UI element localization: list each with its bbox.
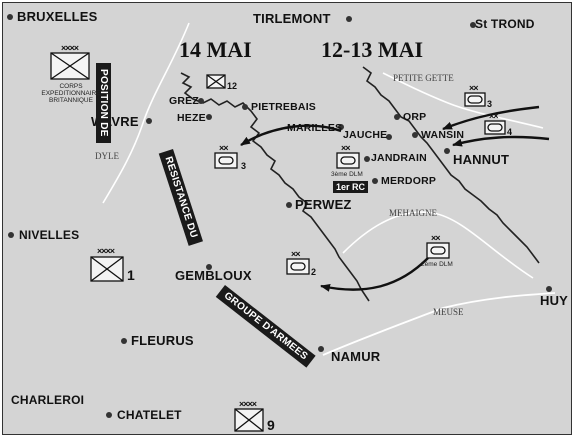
town-heze: HEZE: [177, 112, 206, 124]
division-3-west-number: 3: [241, 161, 247, 171]
date-14-mai: 14 MAI: [179, 37, 252, 62]
brigade-12-symbol: [206, 74, 226, 89]
division-2-west-number: 2: [311, 267, 317, 277]
division-2-dlm-label: 2ème DLM: [421, 261, 453, 268]
arrow-marilles: [240, 124, 342, 147]
river-meuse-line: [322, 292, 556, 356]
town-pietrebais: PIETREBAIS: [251, 101, 317, 113]
dot-heze: [206, 114, 212, 120]
town-fleurus: FLEURUS: [131, 333, 194, 348]
division-2-west-echelon: ××: [291, 249, 300, 259]
campaign-map: 14 MAI 12-13 MAI BRUXELLES TIRLEMONT St …: [2, 2, 572, 435]
dot-tirlemont: [346, 16, 352, 22]
division-3-east-number: 3: [487, 99, 493, 109]
town-marilles: MARILLES: [287, 122, 343, 134]
division-3-east-echelon: ××: [469, 83, 478, 93]
division-4-east-echelon: ××: [489, 111, 498, 121]
division-3-dlm-echelon: ××: [341, 143, 350, 153]
bef-symbol: [50, 52, 90, 80]
dot-grez: [198, 98, 204, 104]
division-2-dlm-echelon: ××: [431, 233, 440, 243]
dot-nivelles: [8, 232, 14, 238]
dot-st-trond: [470, 22, 476, 28]
town-charleroi: CHARLEROI: [11, 393, 85, 407]
river-dyle-line: [102, 22, 190, 204]
army-1-number: 1: [127, 267, 135, 283]
town-huy: HUY: [540, 293, 569, 308]
town-namur: NAMUR: [331, 349, 381, 364]
town-wansin: WANSIN: [421, 129, 465, 141]
dot-pietrebais: [242, 104, 248, 110]
army-9-symbol: [234, 408, 264, 432]
dot-fleurus: [121, 338, 127, 344]
division-4-east-number: 4: [507, 127, 513, 137]
army-9-number: 9: [267, 417, 275, 433]
division-3-dlm-label: 3ème DLM: [331, 171, 363, 178]
division-3-east-symbol: [464, 92, 486, 107]
dot-orp: [394, 114, 400, 120]
front-line-14-mai: [180, 72, 370, 302]
town-merdorp: MERDORP: [381, 175, 437, 187]
town-hannut: HANNUT: [453, 152, 510, 167]
division-3-dlm-symbol: [336, 152, 360, 169]
dot-namur: [318, 346, 324, 352]
army-9-echelon: ××××: [239, 399, 257, 409]
arrow-orp: [442, 105, 540, 131]
bef-label: CORPS EXPEDITIONNAIRE BRITANNIQUE: [41, 83, 101, 104]
river-dyle: DYLE: [95, 151, 119, 161]
dot-wansin: [412, 132, 418, 138]
front-line-12-13-mai: [362, 66, 540, 264]
date-12-13-mai: 12-13 MAI: [321, 37, 424, 62]
town-jandrain: JANDRAIN: [371, 152, 427, 164]
town-chatelet: CHATELET: [117, 408, 182, 422]
town-grez: GREZ: [169, 95, 199, 107]
town-orp: ORP: [403, 111, 427, 123]
river-petite-gette: PETITE GETTE: [393, 73, 454, 83]
river-mehaigne: MEHAIGNE: [389, 208, 437, 218]
division-3-west-symbol: [214, 152, 238, 169]
dot-perwez: [286, 202, 292, 208]
dot-gembloux: [206, 264, 212, 270]
brigade-12-number: 12: [227, 81, 238, 91]
town-dots: [7, 14, 552, 418]
town-jauche: JAUCHE: [343, 129, 388, 141]
dot-chatelet: [106, 412, 112, 418]
river-mehaigne-line: [342, 211, 534, 279]
river-gette-line: [382, 72, 544, 129]
dot-hannut: [444, 148, 450, 154]
dot-jauche: [386, 134, 392, 140]
division-3-west-echelon: ××: [219, 143, 228, 153]
dot-merdorp: [372, 178, 378, 184]
division-2-west-symbol: [286, 258, 310, 275]
dot-marilles: [338, 124, 344, 130]
town-st-trond: St TROND: [475, 17, 535, 31]
army-1-symbol: [90, 256, 124, 282]
town-gembloux: GEMBLOUX: [175, 268, 252, 283]
town-tirlemont: TIRLEMONT: [253, 11, 331, 26]
town-nivelles: NIVELLES: [19, 228, 80, 242]
arrow-gembloux: [320, 257, 429, 292]
map-lines: [7, 14, 556, 432]
dot-wavre: [146, 118, 152, 124]
river-meuse: MEUSE: [433, 307, 464, 317]
town-perwez: PERWEZ: [295, 197, 352, 212]
dot-jandrain: [364, 156, 370, 162]
division-4-east-symbol: [484, 120, 506, 135]
town-bruxelles: BRUXELLES: [17, 9, 98, 24]
division-3-dlm-badge: 1er RC: [333, 181, 369, 193]
bef-echelon: ××××: [61, 43, 79, 53]
army-1-echelon: ××××: [97, 246, 115, 256]
dot-huy: [546, 286, 552, 292]
arrow-wansin: [452, 135, 550, 147]
dot-bruxelles: [7, 14, 13, 20]
division-2-dlm-symbol: [426, 242, 450, 259]
